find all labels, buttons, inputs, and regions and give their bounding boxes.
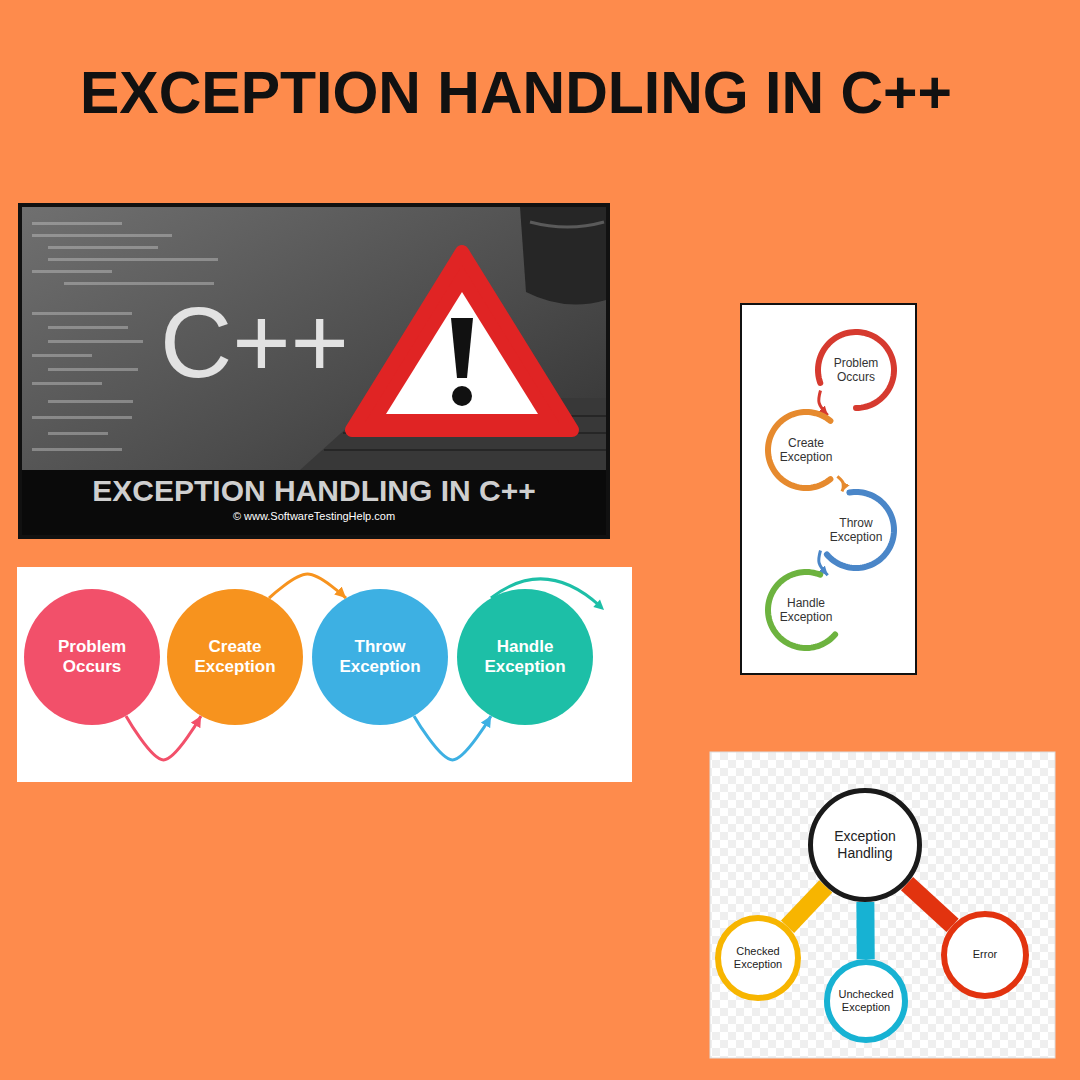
warning-inner (386, 292, 538, 414)
node-text: Exception Handling (825, 828, 905, 862)
cycle-step: Handle Exception (765, 569, 847, 651)
node-text: Problem Occurs (42, 637, 142, 678)
category-circle: Unchecked Exception (824, 959, 908, 1043)
page-title: EXCEPTION HANDLING IN C++ (80, 64, 952, 123)
arc-stroke (827, 492, 894, 568)
banner-band (20, 470, 608, 536)
flow-arrow (414, 716, 491, 760)
circle-fill (718, 918, 798, 998)
node-text: Handle Exception (475, 637, 575, 678)
step-circle: Throw Exception (312, 589, 448, 725)
arc-stroke (768, 572, 835, 648)
cup-shape (520, 207, 606, 305)
node-text: Error (973, 948, 997, 961)
flow-arrow (126, 716, 201, 760)
flow-arrow (269, 574, 346, 598)
node-text: Unchecked Exception (835, 988, 897, 1014)
exclamation-dot (452, 386, 472, 406)
exclamation-bar (451, 318, 473, 378)
flow-arrow (837, 476, 843, 491)
types-panel (710, 752, 1055, 1058)
circle-fill (811, 791, 920, 900)
decor-arrowhead (593, 600, 604, 610)
cup-rim (530, 222, 604, 227)
banner-text: EXCEPTION HANDLING IN C++ (20, 476, 608, 506)
flow-arrow (819, 391, 828, 416)
category-circle: Error (941, 911, 1029, 999)
category-circle: Checked Exception (715, 915, 801, 1001)
branch-connector (788, 886, 826, 926)
copyright-note: © www.SoftwareTestingHelp.com (20, 511, 608, 522)
arc-stroke (818, 332, 894, 408)
step-circle: Problem Occurs (24, 589, 160, 725)
photo-background (20, 205, 608, 537)
node-text: Checked Exception (727, 945, 789, 971)
step-circle: Handle Exception (457, 589, 593, 725)
circle-fill (312, 589, 448, 725)
cycle-step: Create Exception (765, 409, 847, 491)
cycle-step: Problem Occurs (815, 329, 897, 411)
photo-frame (20, 205, 608, 537)
circle-fill (457, 589, 593, 725)
step-circle: Create Exception (167, 589, 303, 725)
topic-circle: Exception Handling (808, 788, 922, 902)
node-text: Problem Occurs (827, 356, 885, 385)
warning-triangle (352, 252, 572, 430)
circle-fill (24, 589, 160, 725)
steps-panel (17, 567, 632, 782)
node-text: Create Exception (777, 436, 835, 465)
cycle-step: Throw Exception (815, 489, 897, 571)
node-text: Throw Exception (330, 637, 430, 678)
cycle-panel (741, 304, 916, 674)
branch-connector (907, 884, 953, 926)
circle-fill (944, 914, 1026, 996)
circle-fill (167, 589, 303, 725)
node-text: Throw Exception (827, 516, 885, 545)
node-text: Handle Exception (777, 596, 835, 625)
branch-connector (856, 902, 874, 959)
node-text: Create Exception (185, 637, 285, 678)
circle-fill (827, 962, 905, 1040)
logo-text: C++ (160, 292, 349, 392)
